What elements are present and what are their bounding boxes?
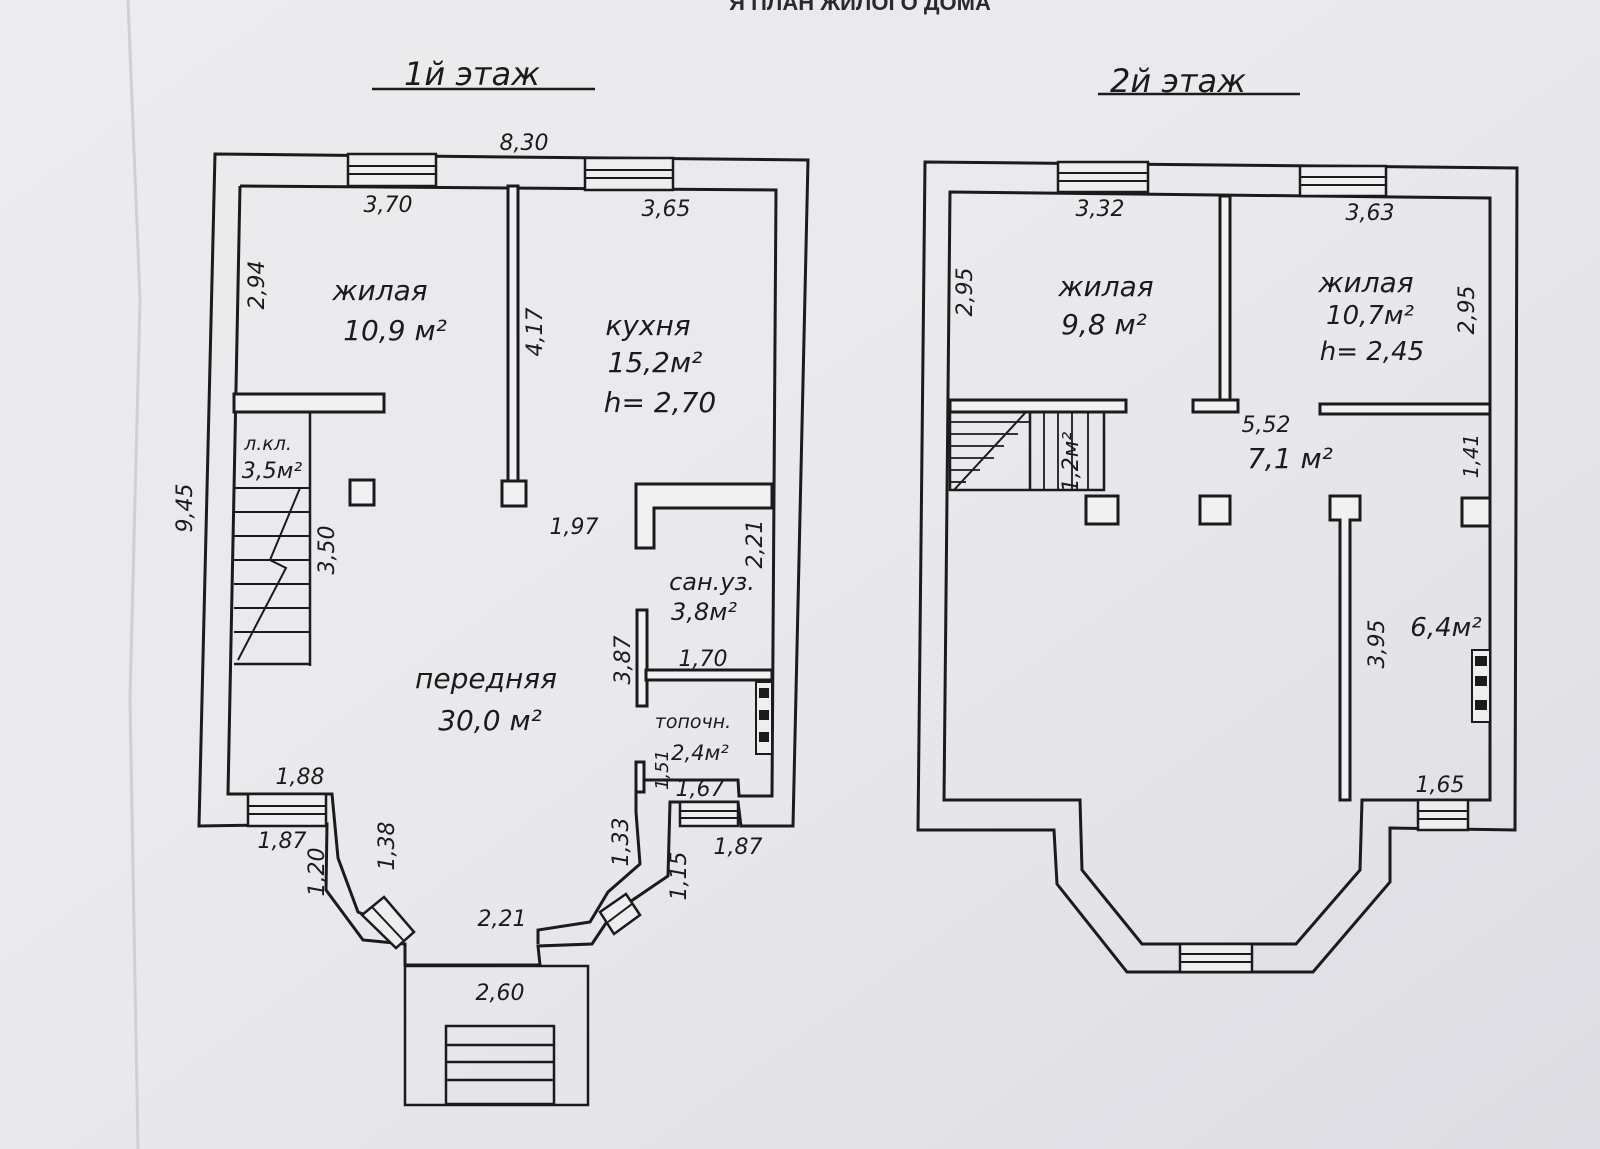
- window-f2-top-left: [1056, 160, 1150, 194]
- floor-2-plan: 2й этаж: [916, 62, 1519, 974]
- f1-dim-bath-depth: 2,21: [743, 520, 768, 569]
- partition-bath-top: [634, 482, 774, 550]
- f1-dim-bay-right-a: 1,33: [609, 818, 634, 867]
- f2-dim-right-window: 1,65: [1416, 773, 1465, 798]
- column-f2-2: [1198, 494, 1232, 526]
- boiler-wall-stub: [634, 760, 646, 794]
- f1-dim-living-depth: 2,94: [245, 261, 270, 310]
- f2-small-area: 6,4м²: [1410, 613, 1481, 643]
- window-f1-bay-left: [360, 895, 416, 950]
- f1-stair-name: л.кл.: [243, 433, 292, 455]
- f2-hall-area: 7,1 м²: [1247, 442, 1333, 475]
- f1-living-area: 10,9 м²: [343, 314, 447, 347]
- f1-dim-bay-front: 2,21: [478, 907, 527, 932]
- partition-kitchen-living: [506, 184, 520, 483]
- f2-dim-living2-depth: 2,95: [1455, 286, 1480, 335]
- f1-hall-name: передняя: [415, 662, 557, 695]
- f2-stair-area: 1,2м²: [1059, 432, 1084, 493]
- f1-kitchen-area: 15,2м²: [608, 346, 703, 379]
- partition-bath-left: [635, 608, 649, 708]
- f1-dim-stair-len: 3,50: [315, 526, 340, 575]
- f1-dim-total-width: 8,30: [500, 131, 549, 156]
- f1-dim-bay-left-b: 1,38: [375, 822, 400, 871]
- f1-dim-boiler-width: 1,70: [679, 647, 728, 672]
- floor-2-inner-wall: [942, 190, 1492, 946]
- f1-stair-area: 3,5м²: [242, 459, 303, 484]
- f2-dim-small-depth: 3,95: [1365, 620, 1390, 669]
- column-f1-left: [348, 478, 376, 507]
- f2-appliance: [1471, 649, 1491, 723]
- f1-dim-kitchen-depth: 4,17: [523, 308, 548, 357]
- column-f1-center: [500, 479, 528, 508]
- f1-dim-left-outer: 1,87: [258, 829, 307, 854]
- window-f1-bottom-left: [246, 792, 328, 828]
- floor-1-plan: 1й этаж: [173, 55, 810, 1107]
- sheet-header: Я ПЛАН ЖИЛОГО ДОМА: [729, 0, 991, 15]
- partition-f2-rooms: [1218, 194, 1232, 404]
- f1-dim-kitchen-width: 3,65: [642, 197, 691, 222]
- f1-dim-left-window: 1,88: [276, 765, 325, 790]
- stairs-f1: [234, 487, 310, 666]
- window-f1-top-left: [346, 152, 438, 188]
- f1-dim-total-depth: 9,45: [173, 484, 198, 533]
- f1-dim-living-width: 3,70: [364, 193, 413, 218]
- f1-dim-right-window: 1,67: [676, 777, 725, 802]
- floor-1-title: 1й этаж: [404, 55, 540, 93]
- f1-dim-bay-left-a: 1,20: [305, 848, 330, 897]
- window-f2-bottom-right: [1416, 798, 1470, 832]
- f1-dim-boiler-depth: 1,51: [652, 750, 673, 790]
- f2-living2-area: 10,7м²: [1326, 301, 1414, 331]
- floor-1-outer-wall: [197, 152, 810, 967]
- f1-kitchen-height: h= 2,70: [604, 386, 716, 419]
- f1-dim-hall-side: 3,87: [611, 636, 636, 685]
- f2-dim-living1-width: 3,32: [1076, 197, 1125, 222]
- f1-living-name: жилая: [331, 274, 427, 307]
- f2-dim-hall-width: 5,52: [1242, 413, 1291, 438]
- porch-steps: [444, 1024, 556, 1106]
- column-f2-right: [1460, 496, 1492, 528]
- partition-f2-left: [948, 398, 1128, 414]
- f1-boiler-area: 2,4м²: [671, 741, 729, 765]
- partition-living-stair: [232, 392, 386, 414]
- boiler-appliance: [755, 681, 773, 755]
- window-f2-bay-front: [1178, 942, 1254, 974]
- f1-bath-name: сан.уз.: [669, 568, 755, 596]
- f2-dim-living1-depth: 2,95: [953, 268, 978, 317]
- window-f1-bay-right: [598, 892, 642, 936]
- f1-dim-hall-mid: 1,97: [550, 515, 599, 540]
- partition-f2-rooms-foot: [1191, 398, 1240, 414]
- paper-fold: [126, 0, 142, 1149]
- f1-kitchen-name: кухня: [605, 309, 690, 342]
- f1-dim-porch-width: 2,60: [476, 981, 525, 1006]
- f1-dim-bay-right-b: 1,15: [667, 852, 692, 901]
- partition-f2-right: [1318, 402, 1492, 416]
- column-f2-1: [1084, 494, 1120, 526]
- stairs-f2: [948, 410, 1106, 492]
- window-f2-top-right: [1298, 164, 1388, 198]
- f2-living2-height: h= 2,45: [1320, 337, 1424, 367]
- f1-bath-area: 3,8м²: [671, 598, 737, 626]
- partition-f2-small-room: [1328, 494, 1362, 802]
- f1-boiler-name: топочн.: [655, 711, 731, 733]
- f2-living1-name: жилая: [1057, 270, 1153, 303]
- partition-bath-bottom: [644, 668, 774, 682]
- window-f1-top-right: [583, 156, 675, 192]
- f2-living1-area: 9,8 м²: [1061, 308, 1147, 341]
- f1-dim-right-outer: 1,87: [714, 835, 763, 860]
- floor-2-outer-wall: [916, 160, 1519, 974]
- window-f1-bottom-right: [678, 800, 740, 828]
- f2-dim-hall-side: 1,41: [1459, 434, 1483, 479]
- f1-hall-area: 30,0 м²: [438, 704, 542, 737]
- f2-dim-living2-width: 3,63: [1346, 201, 1395, 226]
- f2-living2-name: жилая: [1317, 266, 1413, 299]
